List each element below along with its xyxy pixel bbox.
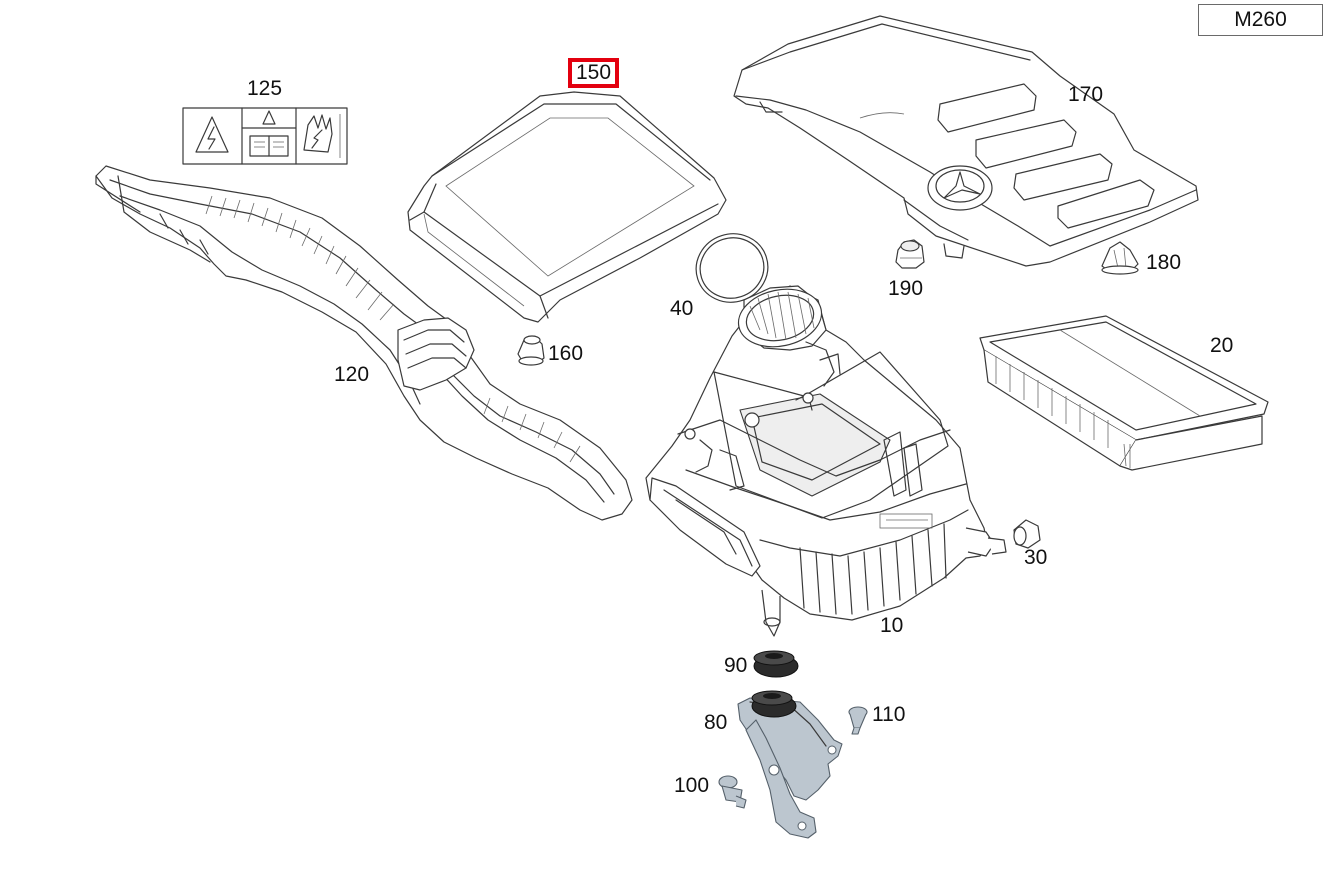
callout-100[interactable]: 100 [674,774,710,797]
part-100-bolt[interactable] [718,775,747,809]
callout-180[interactable]: 180 [1146,251,1182,274]
callout-120[interactable]: 120 [334,363,370,386]
part-190-clip[interactable] [895,239,925,269]
part-90-rubber-mount[interactable] [753,650,799,678]
part-160-grommet[interactable] [517,335,545,366]
callout-110[interactable]: 110 [872,703,906,726]
part-125-warning-label[interactable] [182,107,348,165]
callout-10[interactable]: 10 [880,614,904,637]
callout-40[interactable]: 40 [670,297,694,320]
callout-90[interactable]: 90 [724,654,748,677]
callout-125[interactable]: 125 [247,77,283,100]
part-40-seal-ring[interactable] [687,225,776,312]
part-20-filter-element[interactable] [979,315,1269,471]
part-180-clip[interactable] [1101,241,1139,275]
part-170-engine-cover[interactable] [733,15,1199,267]
callout-190[interactable]: 190 [888,277,924,300]
part-80-bracket[interactable] [737,690,843,839]
part-30-sleeve[interactable] [1013,519,1041,549]
callout-30[interactable]: 30 [1024,546,1048,569]
part-10-filter-housing[interactable] [645,282,1007,637]
callout-20[interactable]: 20 [1210,334,1234,357]
part-120-intake-duct[interactable] [95,165,633,521]
engine-model-label: M260 [1198,4,1323,36]
callout-150-selected[interactable]: 150 [568,58,620,88]
callout-80[interactable]: 80 [704,711,728,734]
callout-170[interactable]: 170 [1068,83,1104,106]
callout-160[interactable]: 160 [548,342,584,365]
part-110-bolt[interactable] [848,706,868,735]
part-150-filter-cover[interactable] [407,91,727,323]
